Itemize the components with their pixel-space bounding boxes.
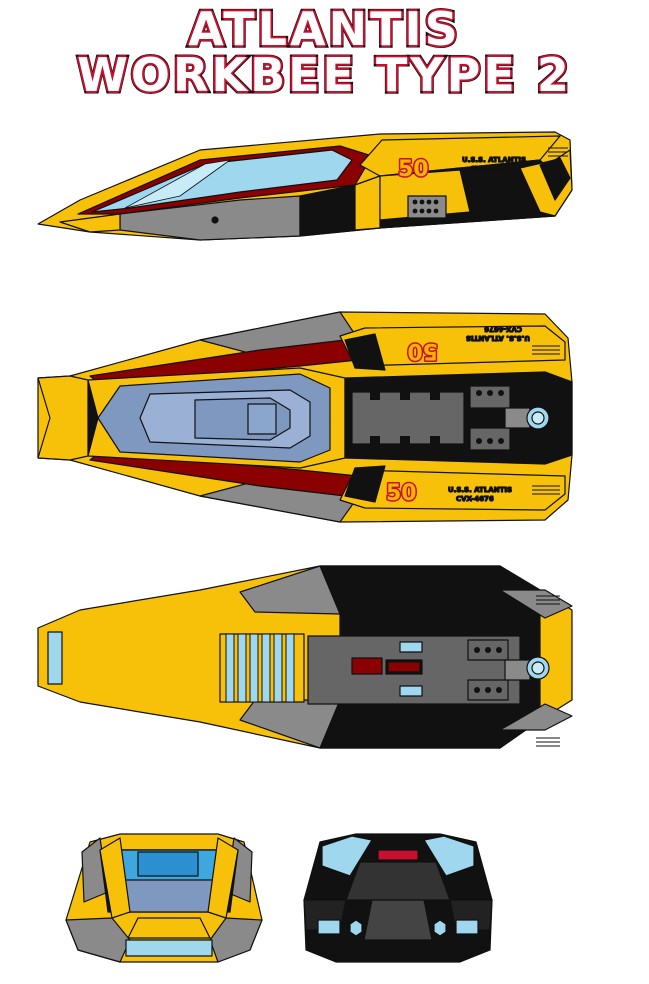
title-line-1: ATLANTIS bbox=[186, 2, 461, 56]
title-line-2: WORKBEE TYPE 2 bbox=[75, 48, 572, 102]
registry-code-top-inverted: CVX-4676 bbox=[484, 325, 522, 333]
hull-number-top-inverted: 50 bbox=[407, 338, 438, 363]
registry-name-top-inverted: U.S.S. ATLANTIS bbox=[466, 334, 530, 342]
registry-code-side: CVX-4676 bbox=[470, 165, 508, 173]
hull-number-top: 50 bbox=[386, 481, 417, 506]
rear-view bbox=[303, 833, 493, 963]
front-view bbox=[65, 833, 263, 963]
side-view: 50 U.S.S. ATLANTIS CVX-4676 bbox=[37, 131, 573, 241]
bottom-view bbox=[37, 565, 573, 749]
registry-code-top: CVX-4676 bbox=[456, 495, 494, 503]
registry-name-top: U.S.S. ATLANTIS bbox=[448, 486, 512, 494]
top-view: 50 U.S.S. ATLANTIS CVX-4676 50 U.S.S. AT… bbox=[37, 311, 573, 523]
registry-name-side: U.S.S. ATLANTIS bbox=[462, 156, 526, 164]
hull-number-side: 50 bbox=[398, 157, 429, 182]
